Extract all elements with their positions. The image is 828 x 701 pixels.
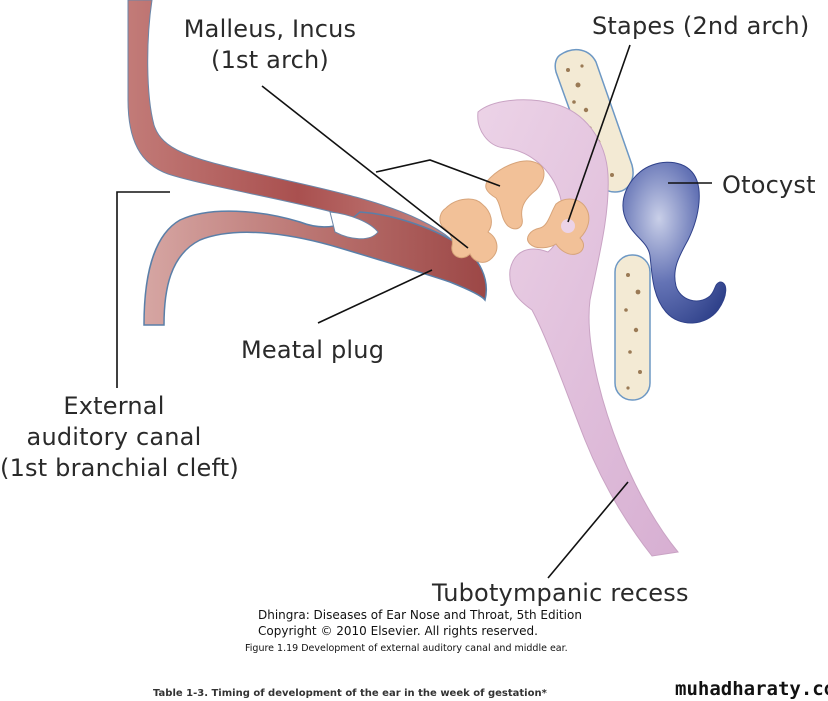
watermark-muhadharaty: muhadharaty.com [675,678,828,700]
label-malleus-incus: Malleus, Incus (1st arch) [180,14,360,76]
leader-line-stapes [567,44,631,223]
copyright-credit: Copyright © 2010 Elsevier. All rights re… [258,624,538,638]
label-tubotympanic-recess: Tubotympanic recess [432,579,689,607]
table-caption: Table 1-3. Timing of development of the … [153,688,547,699]
leader-lines [116,44,712,579]
label-otocyst: Otocyst [722,171,816,199]
label-external-auditory-canal: External auditory canal (1st branchial c… [0,391,239,484]
leader-line-malleus-incus [261,85,469,249]
leader-line-external-canal [116,191,170,388]
source-credit: Dhingra: Diseases of Ear Nose and Throat… [258,608,582,622]
malleus-shape [485,160,545,230]
cartilage-bar-lower [614,254,651,401]
canal-lumen-fold [329,211,379,240]
stapes-shape [527,198,590,255]
leader-line-meatal-plug [317,269,433,324]
label-meatal-plug: Meatal plug [241,336,385,364]
label-external-line3: (1st branchial cleft) [0,454,239,482]
cartilage-dots-lower [624,273,642,390]
figure-caption: Figure 1.19 Development of external audi… [245,643,568,654]
label-malleus-incus-line1: Malleus, Incus [183,15,357,43]
label-malleus-incus-line2: (1st arch) [211,46,329,74]
leader-line-tubotympanic [547,481,629,579]
label-external-line2: auditory canal [26,423,202,451]
leader-line-malleus-upper [375,159,501,187]
otocyst-shape [622,161,727,324]
cartilage-bar-upper [554,48,634,193]
incus-shape [439,198,498,263]
label-stapes: Stapes (2nd arch) [592,12,810,40]
stapes-foramen [561,219,575,233]
meatal-plug-shape [143,210,487,326]
label-external-line1: External [63,392,165,420]
